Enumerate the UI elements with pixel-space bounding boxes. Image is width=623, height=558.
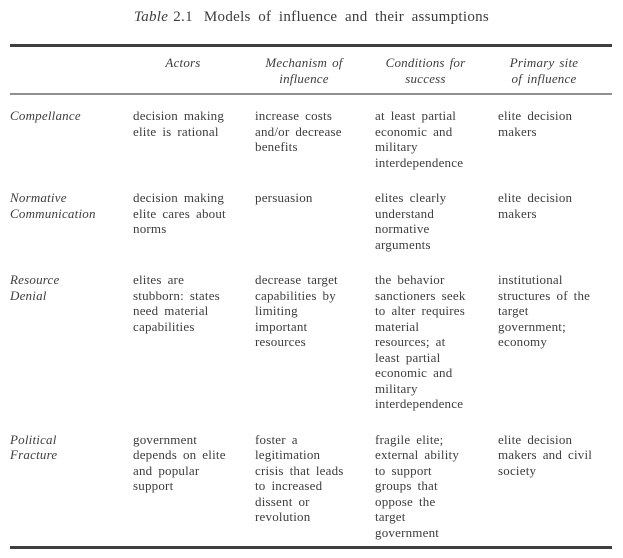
header-mechanism-of-influence: Mechanism of influence [265,55,343,86]
cell-conditions: elites clearly understand normative argu… [375,190,447,252]
cell-actors: decision making elite is rational [133,108,225,139]
cell-conditions: at least partial economic and military i… [375,108,464,170]
table-bottom-rule [10,546,612,549]
cell-mechanism: foster a legitimation crisis that leads … [255,431,344,525]
table-row-normative-communication: Normative Communication decision making … [10,190,612,252]
cell-conditions: fragile elite; external ability to suppo… [375,431,460,540]
table-body: Compellance decision making elite is rat… [10,95,612,546]
header-divider-rule [10,93,612,95]
caption-title-text: Models of influence and their assumption… [203,9,490,25]
cell-site: elite decision makers [498,108,573,139]
header-primary-site-of-influence: Primary site of influence [509,55,579,86]
caption-table-word: Table [133,9,169,25]
cell-mechanism: decrease target capabilities by limiting… [255,272,338,349]
cell-conditions: the behavior sanctioners seek to alter r… [375,272,466,411]
header-actors: Actors [165,55,201,70]
header-conditions-for-success: Conditions for success [385,55,466,86]
cell-site: institutional structures of the target g… [498,272,591,349]
row-label: Political Fracture [10,431,58,463]
table-row-political-fracture: Political Fracture government depends on… [10,432,612,547]
cell-site: elite decision makers and civil society [498,431,593,478]
cell-actors: elites are stubborn: states need materia… [133,272,220,334]
row-label: Compellance [10,108,81,123]
header-empty-cell [10,55,133,86]
cell-actors: decision making elite cares about norms [133,190,226,236]
cell-mechanism: increase costs and/or decrease benefits [255,108,342,154]
row-label: Normative Communication [10,190,96,221]
table-header-row: Actors Mechanism of influence Conditions… [10,47,612,93]
row-label: Resource Denial [10,272,60,303]
cell-mechanism: persuasion [255,190,313,205]
table-row-compellance: Compellance decision making elite is rat… [10,108,612,170]
table-row-resource-denial: Resource Denial elites are stubborn: sta… [10,272,612,412]
cell-site: elite decision makers [498,190,573,221]
cell-actors: government depends on elite and popular … [133,431,226,494]
influence-models-table: Actors Mechanism of influence Conditions… [10,44,612,549]
table-top-rule [10,44,612,47]
caption-table-number: 2.1 [173,9,193,25]
